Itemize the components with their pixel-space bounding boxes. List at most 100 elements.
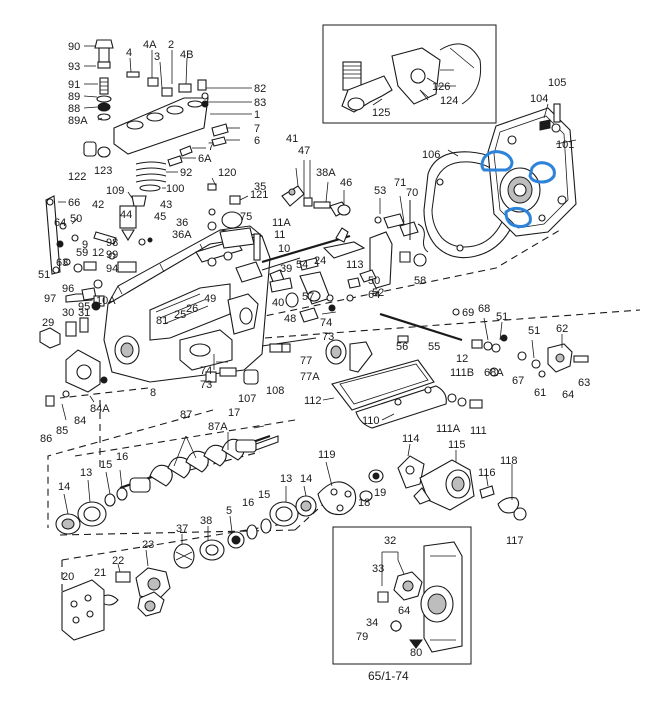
label-110: 110	[362, 415, 380, 427]
label-64c: 64	[562, 389, 574, 401]
label-112: 112	[304, 395, 322, 407]
label-87: 87	[180, 409, 192, 421]
label-84a: 84A	[90, 403, 110, 415]
label-56: 56	[396, 341, 408, 353]
label-10a: 10A	[96, 295, 116, 307]
label-25: 25	[174, 309, 186, 321]
label-94: 94	[106, 263, 118, 275]
label-90: 90	[68, 41, 80, 53]
label-42: 42	[92, 199, 104, 211]
label-16b: 16	[242, 497, 254, 509]
label-52: 52	[372, 287, 384, 299]
lower-left-small-parts	[39, 279, 105, 349]
label-97: 97	[44, 293, 56, 305]
inset-bottom-parts	[377, 541, 463, 653]
label-33: 33	[372, 563, 384, 575]
label-69: 69	[462, 307, 474, 319]
right-middle-parts	[379, 308, 589, 378]
label-43: 43	[160, 199, 172, 211]
guide-lines	[47, 229, 641, 600]
label-38: 38	[200, 515, 212, 527]
label-118: 118	[500, 455, 518, 467]
transfer-pump	[397, 443, 527, 521]
label-63b: 63	[578, 377, 590, 389]
label-54: 54	[296, 259, 308, 271]
label-96: 96	[62, 283, 74, 295]
highlight-bottom-slot	[504, 206, 532, 228]
label-2: 2	[168, 39, 174, 51]
camshaft	[119, 425, 279, 493]
label-23: 23	[142, 539, 154, 551]
label-107: 107	[238, 393, 256, 405]
label-37: 37	[176, 523, 188, 535]
label-12a: 12	[92, 247, 104, 259]
governor-linkage	[261, 227, 366, 323]
label-68a: 68A	[484, 367, 504, 379]
label-11a: 11A	[272, 217, 291, 229]
label-120: 120	[218, 167, 236, 179]
pump-housing	[103, 225, 271, 385]
label-70: 70	[406, 187, 418, 199]
label-80: 80	[410, 647, 422, 659]
label-4a: 4A	[143, 39, 157, 51]
inset-top-parts	[341, 43, 482, 113]
part-labels: 90 93 91 89 88 89A 4 4A 3 2 4B 82 83 1 7…	[38, 39, 590, 659]
label-74a: 74	[320, 317, 332, 329]
label-29: 29	[42, 317, 54, 329]
label-83: 83	[254, 97, 266, 109]
label-49: 49	[204, 293, 216, 305]
label-88: 88	[68, 103, 80, 115]
bottom-left-parts	[61, 549, 171, 641]
label-50b: 50	[368, 275, 380, 287]
label-7b: 7	[208, 141, 214, 153]
label-105: 105	[548, 77, 566, 89]
pivot-shaft-parts	[281, 160, 351, 217]
label-12b: 12	[456, 353, 468, 365]
label-99: 99	[106, 249, 118, 261]
lower-left-cover	[45, 349, 108, 421]
label-3: 3	[154, 51, 160, 63]
label-91: 91	[68, 79, 80, 91]
label-111: 111	[470, 425, 487, 437]
label-57: 57	[302, 291, 314, 303]
label-125: 125	[372, 107, 390, 119]
label-5: 5	[226, 505, 232, 517]
label-13b: 13	[280, 473, 292, 485]
label-84: 84	[74, 415, 86, 427]
label-126: 126	[432, 81, 450, 93]
label-64d: 64	[398, 605, 410, 617]
label-51c: 51	[528, 325, 540, 337]
label-47: 47	[298, 145, 310, 157]
label-35: 35	[254, 181, 266, 193]
label-85: 85	[56, 425, 68, 437]
label-100: 100	[166, 183, 184, 195]
governor-cover-parts	[207, 177, 261, 261]
label-93: 93	[68, 61, 80, 73]
label-92: 92	[180, 167, 192, 179]
label-15b: 15	[258, 489, 270, 501]
label-46: 46	[340, 177, 352, 189]
label-67: 67	[512, 375, 524, 387]
left-linkage	[45, 195, 117, 275]
head-top-row	[113, 50, 252, 167]
label-55: 55	[428, 341, 440, 353]
label-89a: 89A	[68, 115, 88, 127]
inset-box-top	[322, 24, 497, 124]
plunger-spring-group	[117, 161, 178, 273]
label-48: 48	[284, 313, 296, 325]
label-6ab: 6A	[198, 153, 212, 165]
label-10: 10	[278, 243, 290, 255]
highlight-right-slot	[528, 161, 556, 184]
label-21: 21	[94, 567, 106, 579]
label-119: 119	[318, 449, 336, 461]
label-122: 122	[68, 171, 86, 183]
label-26: 26	[186, 303, 198, 315]
label-111b: 111B	[450, 367, 474, 379]
label-38a: 38A	[316, 167, 336, 179]
label-104: 104	[530, 93, 548, 105]
label-82: 82	[254, 83, 266, 95]
label-116: 116	[478, 467, 496, 479]
label-18: 18	[358, 497, 370, 509]
label-13a: 13	[80, 467, 92, 479]
